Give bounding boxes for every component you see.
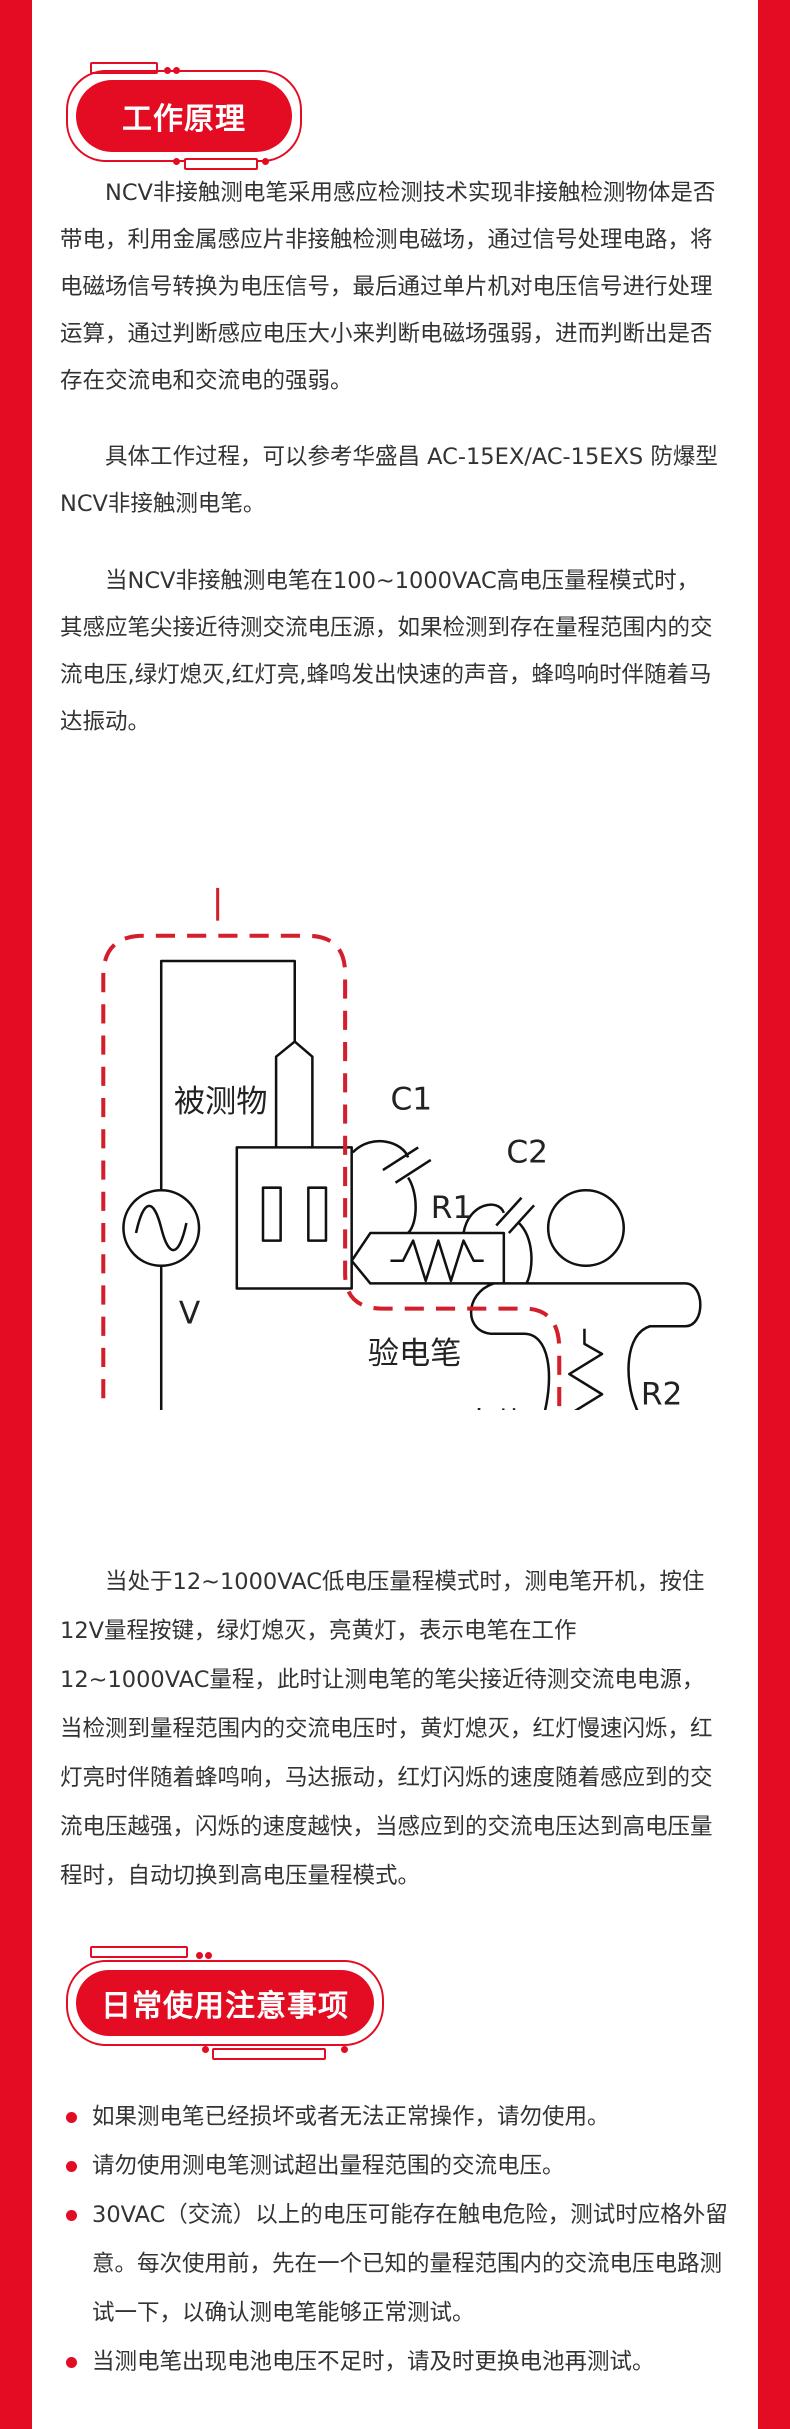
section-heading-badge: 日常使用注意事项 [66, 1946, 384, 2060]
current-path [101, 887, 562, 1410]
circuit-wire [159, 959, 296, 1410]
ac-source-icon [122, 1188, 201, 1268]
list-item: 如果测电笔已经损坏或者无法正常操作，请勿使用。 [62, 2093, 732, 2142]
head [546, 1188, 625, 1268]
label-r1: R1 [431, 1190, 473, 1226]
c2-capacitor [462, 1196, 535, 1284]
ncv-principle-diagram: 被测物 C1 C2 R1 V 验电笔 人体 R2 C3 大地 [101, 887, 702, 1410]
list-item: 30VAC（交流）以上的电压可能存在触电危险，测试时应格外留意。每次使用前，先在… [62, 2191, 732, 2338]
label-body: 人体 [464, 1407, 526, 1410]
left-red-border [0, 0, 32, 2429]
label-object: 被测物 [174, 1084, 268, 1120]
list-item: 当测电笔出现电池电压不足时，请及时更换电池再测试。 [62, 2338, 732, 2387]
body-outline [470, 1282, 702, 1410]
c1-capacitor [351, 1139, 432, 1234]
list-item: 请勿使用测电笔测试超出量程范围的交流电压。 [62, 2142, 732, 2191]
paragraph: 当NCV非接触测电笔在100~1000VAC高电压量程模式时，其感应笔尖接近待测… [60, 568, 713, 735]
paragraph: 当处于12~1000VAC低电压量程模式时，测电笔开机，按住12V量程按键，绿灯… [60, 1569, 713, 1889]
label-r2: R2 [641, 1376, 683, 1410]
paragraph: 具体工作过程，可以参考华盛昌 AC-15EX/AC-15EXS 防爆型NCV非接… [60, 444, 718, 517]
section-title: 工作原理 [76, 80, 292, 152]
label-c1: C1 [390, 1082, 432, 1118]
r1-resistor [390, 1239, 484, 1283]
precautions-list: 如果测电笔已经损坏或者无法正常操作，请勿使用。 请勿使用测电笔测试超出量程范围的… [62, 2093, 732, 2387]
label-voltage: V [179, 1296, 201, 1332]
socket-box [235, 1146, 353, 1290]
r2-resistor [568, 1328, 604, 1410]
pen-body [350, 1231, 506, 1285]
object-plug [274, 1040, 314, 1148]
right-red-border [758, 0, 790, 2429]
label-c2: C2 [506, 1134, 548, 1170]
section-title: 日常使用注意事项 [76, 1970, 374, 2036]
section-heading-badge: 工作原理 [66, 60, 302, 172]
label-pen: 验电笔 [368, 1336, 462, 1372]
paragraph: NCV非接触测电笔采用感应检测技术实现非接触检测物体是否带电，利用金属感应片非接… [60, 180, 716, 394]
